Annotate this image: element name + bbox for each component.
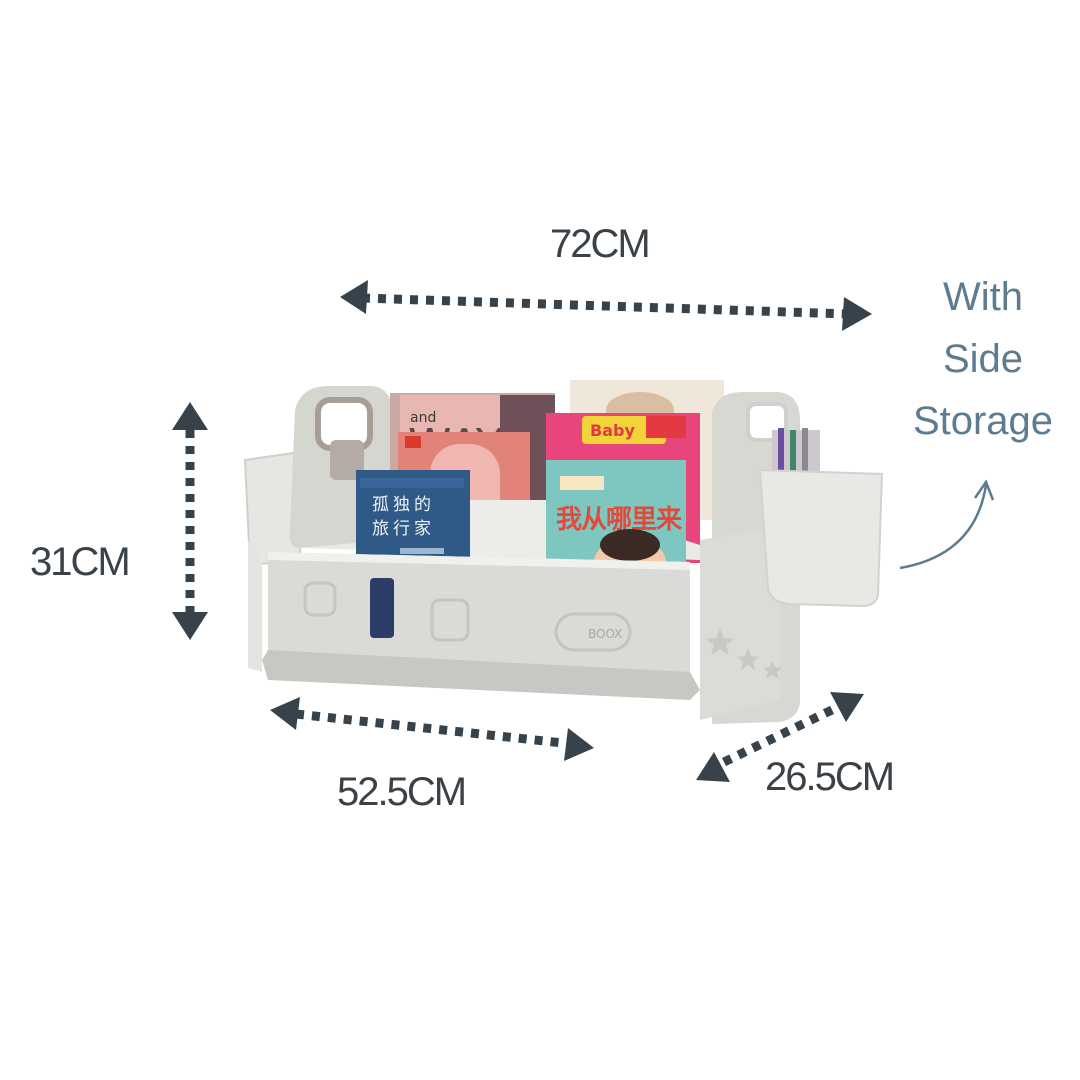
dimension-width-label: 72CM	[550, 222, 651, 266]
book-4-text: and	[410, 410, 436, 426]
book-1-title: 孤独的	[372, 495, 435, 515]
side-storage-note: With Side Storage	[898, 266, 1068, 452]
front-panel: BOOX	[248, 540, 700, 700]
dimension-depth-label: 26.5CM	[765, 755, 895, 799]
arrow-depth-line	[722, 703, 838, 767]
curved-arrow-icon	[899, 484, 988, 570]
dimension-front-label: 52.5CM	[337, 770, 467, 814]
note-line-1: With	[943, 275, 1023, 319]
note-line-2: Side	[942, 337, 1024, 381]
arrowhead-front-right-icon	[564, 728, 594, 761]
arrowhead-height-top-icon	[172, 402, 208, 430]
arrowhead-width-right-icon	[842, 297, 872, 331]
svg-text:旅行家: 旅行家	[372, 519, 435, 539]
arrowhead-width-left-icon	[340, 280, 368, 314]
arrowhead-height-bottom-icon	[172, 612, 208, 640]
dimension-height-label: 31CM	[30, 540, 131, 584]
book-3-label: Baby	[590, 421, 635, 440]
book-blue: 孤独的 旅行家	[356, 470, 470, 564]
arrowhead-depth-left-icon	[696, 752, 730, 782]
right-side-bin	[758, 428, 884, 608]
arrowhead-front-left-icon	[270, 697, 300, 730]
arrowhead-depth-right-icon	[830, 692, 864, 722]
arrow-front-line	[295, 709, 573, 749]
arrow-width-line	[361, 293, 849, 319]
brand-logo: BOOX	[588, 627, 622, 641]
note-line-3: Storage	[912, 399, 1054, 443]
book-teal: 我从哪里来	[546, 460, 686, 586]
